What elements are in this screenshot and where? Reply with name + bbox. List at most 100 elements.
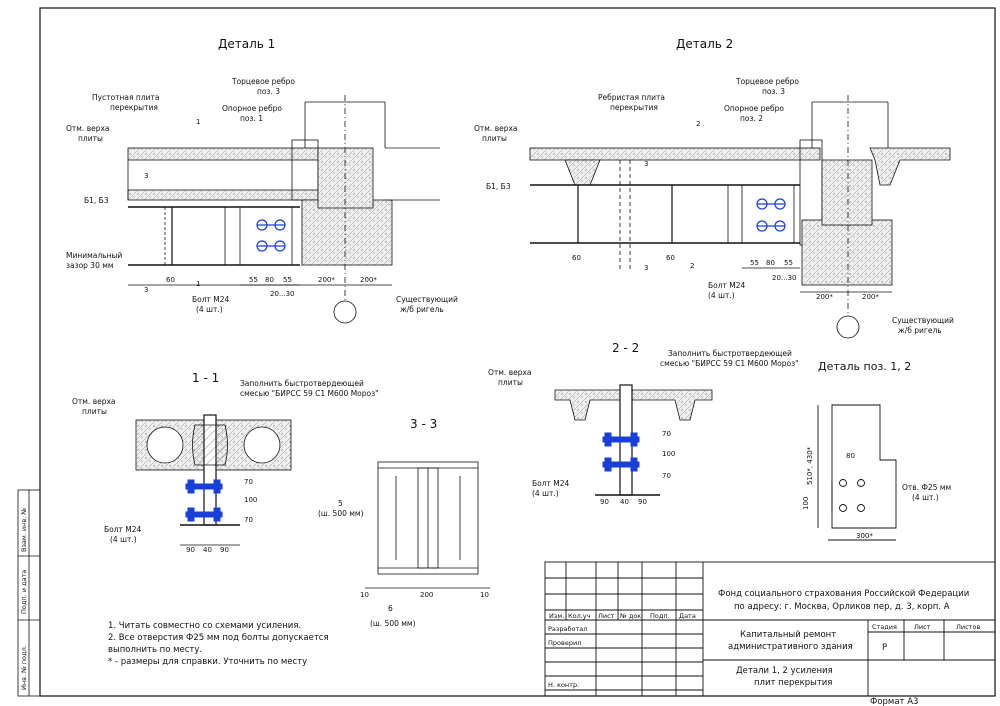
s11-fill-2: смесью "БИРСС 59 С1 М600 Мороз" (240, 389, 379, 398)
d1-dim-200b: 200* (360, 276, 377, 284)
d2-existing-1: Существующий (892, 316, 954, 325)
d1-min-gap-1: Минимальный (66, 251, 122, 260)
stamp-proveril: Проверил (548, 639, 581, 647)
d2-b1b3: Б1, Б3 (486, 182, 511, 191)
stamp-sheet-title-1: Детали 1, 2 усиления (736, 666, 833, 676)
s11-dim-100: 100 (244, 496, 257, 504)
dp-dim-100: 100 (802, 497, 810, 510)
section11-drawing (135, 414, 292, 546)
d1-dim-200a: 200* (318, 276, 335, 284)
stamp-list: Лист (914, 623, 931, 631)
d2-slab-word: перекрытия (610, 103, 658, 112)
d1-slab-word: перекрытия (110, 103, 158, 112)
d2-dim-55b: 55 (784, 259, 793, 267)
d2-cut-2-bot: 2 (690, 262, 694, 270)
d1-plity: плиты (78, 134, 103, 143)
stamp-col-kol: Кол.уч (568, 612, 591, 620)
s11-dim-90a: 90 (186, 546, 195, 554)
d2-dim-200a: 200* (816, 293, 833, 301)
side-podp-label: Подп. и дата (20, 570, 28, 614)
s33-item5: 5 (338, 499, 343, 508)
s22-dim-90b: 90 (638, 498, 647, 506)
detail1-drawing (127, 95, 440, 324)
section11-bolts (185, 479, 223, 522)
detail-pos-holes (839, 479, 865, 512)
side-stamp (17, 489, 41, 697)
d2-bolt-m24: Болт М24 (708, 281, 746, 290)
stamp-project-1: Капитальный ремонт (740, 630, 836, 640)
d1-cut-3-top: 3 (144, 172, 148, 180)
d2-dim-55a: 55 (750, 259, 759, 267)
d2-dim-2030: 20...30 (772, 274, 797, 282)
section22-bolts (602, 432, 640, 472)
d1-cut-1-top: 1 (196, 118, 200, 126)
stamp-listov: Листов (956, 623, 980, 631)
d2-pos3: поз. 3 (762, 87, 785, 96)
stamp-nkontr: Н. контр. (548, 681, 579, 689)
sheet-frame (39, 7, 996, 697)
d1-bolt-m24: Болт М24 (192, 295, 230, 304)
s33-dim-10b: 10 (480, 591, 489, 599)
d1-dim-80: 80 (265, 276, 274, 284)
s11-plity: плиты (82, 407, 107, 416)
d2-ribbed-slab-label: Ребристая плита (598, 93, 665, 102)
d2-cut-2-top: 2 (696, 120, 700, 128)
s22-otm-verha: Отм. верха (488, 368, 532, 377)
d2-dim-60a: 60 (572, 254, 581, 262)
d2-dim-80: 80 (766, 259, 775, 267)
stamp-stadia: Стадия (872, 623, 897, 631)
d2-dim-200b: 200* (862, 293, 879, 301)
dp-dim-80: 80 (846, 452, 855, 460)
side-vzam-label: Взам. инв. № (20, 508, 28, 552)
d1-support-rib: Опорное ребро (222, 104, 282, 113)
d1-pos1: поз. 1 (240, 114, 263, 123)
d1-b1b3: Б1, Б3 (84, 196, 109, 205)
s22-dim-90a: 90 (600, 498, 609, 506)
stamp-stadia-value: Р (882, 643, 887, 653)
title-block (544, 561, 996, 697)
stamp-col-data: Дата (679, 612, 696, 620)
s33-dim-200: 200 (420, 591, 433, 599)
d2-support-rib: Опорное ребро (724, 104, 784, 113)
d2-pos2: поз. 2 (740, 114, 763, 123)
note-3: выполнить по месту. (108, 645, 202, 655)
d2-existing-2: ж/б ригель (898, 326, 942, 335)
detail-pos-plate (817, 404, 897, 541)
stamp-col-podp: Подп. (650, 612, 670, 620)
d1-existing-1: Существующий (396, 295, 458, 304)
s11-fill-1: Заполнить быстротвердеющей (240, 379, 364, 388)
section33-title: 3 - 3 (410, 417, 437, 431)
d2-dim-60b: 60 (666, 254, 675, 262)
stamp-format: Формат А3 (870, 697, 918, 706)
s22-four-pcs: (4 шт.) (532, 489, 559, 498)
d1-dim-60: 60 (166, 276, 175, 284)
d2-plity: плиты (482, 134, 507, 143)
s22-fill-1: Заполнить быстротвердеющей (668, 349, 792, 358)
d2-cut-3-bot: 3 (644, 264, 648, 272)
s33-w500-a: (ш. 500 мм) (318, 509, 364, 518)
s11-dim-70a: 70 (244, 478, 253, 486)
stamp-address: по адресу: г. Москва, Орликов пер, д. 3,… (734, 602, 950, 612)
s11-otm-verha: Отм. верха (72, 397, 116, 406)
s33-w500-b: (ш. 500 мм) (370, 619, 416, 628)
d1-end-rib: Торцевое ребро (231, 77, 295, 86)
detail1-bolts (256, 219, 286, 252)
d2-end-rib: Торцевое ребро (735, 77, 799, 86)
detail-pos-title: Деталь поз. 1, 2 (818, 360, 911, 373)
stamp-org: Фонд социального страхования Российской … (718, 589, 969, 599)
d2-cut-3-top: 3 (644, 160, 648, 168)
s22-dim-100: 100 (662, 450, 675, 458)
s22-bolt-m24: Болт М24 (532, 479, 570, 488)
note-1: 1. Читать совместно со схемами усиления. (108, 621, 301, 631)
stamp-sheet-title-2: плит перекрытия (754, 678, 832, 688)
s22-dim-70a: 70 (662, 430, 671, 438)
note-4: * - размеры для справки. Уточнить по мес… (108, 657, 307, 667)
d2-four-pcs: (4 шт.) (708, 291, 735, 300)
d1-cut-3-bot: 3 (144, 286, 148, 294)
d1-pos3: поз. 3 (257, 87, 280, 96)
detail2-title: Деталь 2 (676, 37, 733, 51)
s11-dim-70b: 70 (244, 516, 253, 524)
d2-otm-verha: Отм. верха (474, 124, 518, 133)
stamp-project-2: административного здания (728, 642, 853, 652)
